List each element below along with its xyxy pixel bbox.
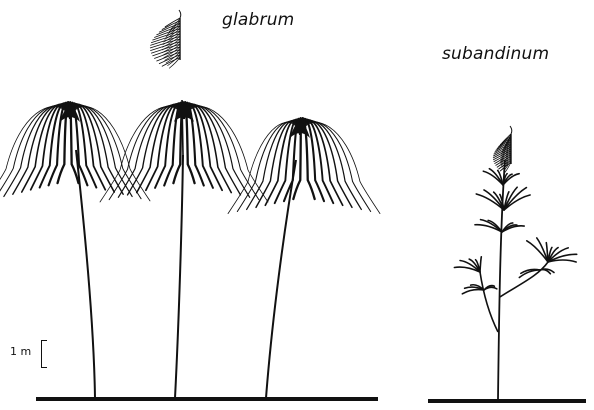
plume-filament [151, 34, 180, 43]
subandinum-culm [498, 160, 505, 399]
plume-tip [179, 10, 181, 18]
glabrum-culm-left [76, 150, 95, 398]
scale-bar-label: 1 m [10, 345, 31, 358]
glabrum-leaf-fan-center [100, 102, 268, 202]
glabrum-plume [150, 10, 181, 68]
subandinum-branch-right [500, 262, 548, 297]
species-label-subandinum: subandinum [442, 44, 549, 64]
glabrum-culm-center [175, 155, 183, 398]
plume-tip [510, 126, 512, 134]
subandinum-branch-left [480, 272, 498, 332]
leaf-blade [462, 290, 484, 294]
subandinum-leaves-right [519, 238, 576, 278]
subandinum-leaves-left [454, 257, 496, 294]
leaf-blade [480, 257, 481, 272]
leaf-blade [527, 241, 548, 262]
subandinum-plume [493, 126, 512, 173]
species-label-glabrum: glabrum [222, 10, 294, 30]
leaf-blade [548, 260, 576, 262]
glabrum-leaf-fan-right [228, 118, 380, 213]
scale-bar-bracket [41, 340, 47, 368]
glabrum-leaf-fan-left [0, 102, 150, 201]
